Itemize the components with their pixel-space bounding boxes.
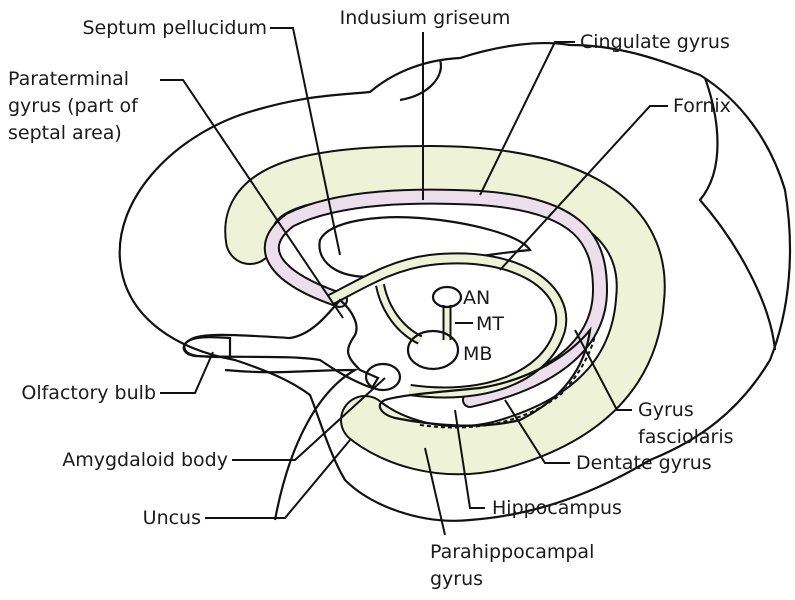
hippocampus-shape	[378, 326, 592, 427]
label-fornix: Fornix	[673, 95, 731, 117]
label-parahippocampal-gyrus-2: gyrus	[430, 568, 483, 590]
anterior-nucleus	[431, 285, 463, 309]
label-an: AN	[463, 287, 490, 309]
leader-lines	[160, 27, 668, 536]
label-septum-pellucidum: Septum pellucidum	[82, 17, 267, 39]
label-paraterminal-gyrus-3: septal area)	[8, 122, 122, 144]
label-indusium-griseum: Indusium griseum	[340, 7, 511, 29]
label-gyrus-fasciolaris-1: Gyrus	[638, 399, 694, 421]
brain-outline	[118, 42, 792, 522]
label-paraterminal-gyrus-1: Paraterminal	[8, 68, 129, 90]
label-paraterminal-gyrus-2: gyrus (part of	[8, 95, 139, 117]
label-mt: MT	[476, 313, 504, 335]
label-uncus: Uncus	[143, 507, 201, 529]
label-dentate-gyrus: Dentate gyrus	[576, 452, 712, 474]
label-cingulate-gyrus: Cingulate gyrus	[580, 31, 730, 53]
parietal-sulcus	[399, 59, 443, 102]
fornix-column	[375, 283, 423, 345]
septum-pellucidum-region	[318, 216, 532, 278]
label-parahippocampal-gyrus-1: Parahippocampal	[430, 541, 594, 563]
amygdaloid-body	[364, 362, 402, 392]
occipital-sulcus	[698, 77, 777, 351]
label-mb: MB	[463, 343, 492, 365]
sulcus-line	[224, 368, 360, 521]
label-hippocampus: Hippocampus	[492, 497, 622, 519]
label-gyrus-fasciolaris-2: fasciolaris	[638, 426, 734, 448]
mammillary-body	[406, 329, 460, 371]
cingulate-gyrus-fill	[226, 146, 664, 474]
label-amygdaloid-body: Amygdaloid body	[62, 449, 228, 471]
fornix-arc-fill	[265, 190, 607, 406]
label-olfactory-bulb: Olfactory bulb	[21, 382, 156, 404]
